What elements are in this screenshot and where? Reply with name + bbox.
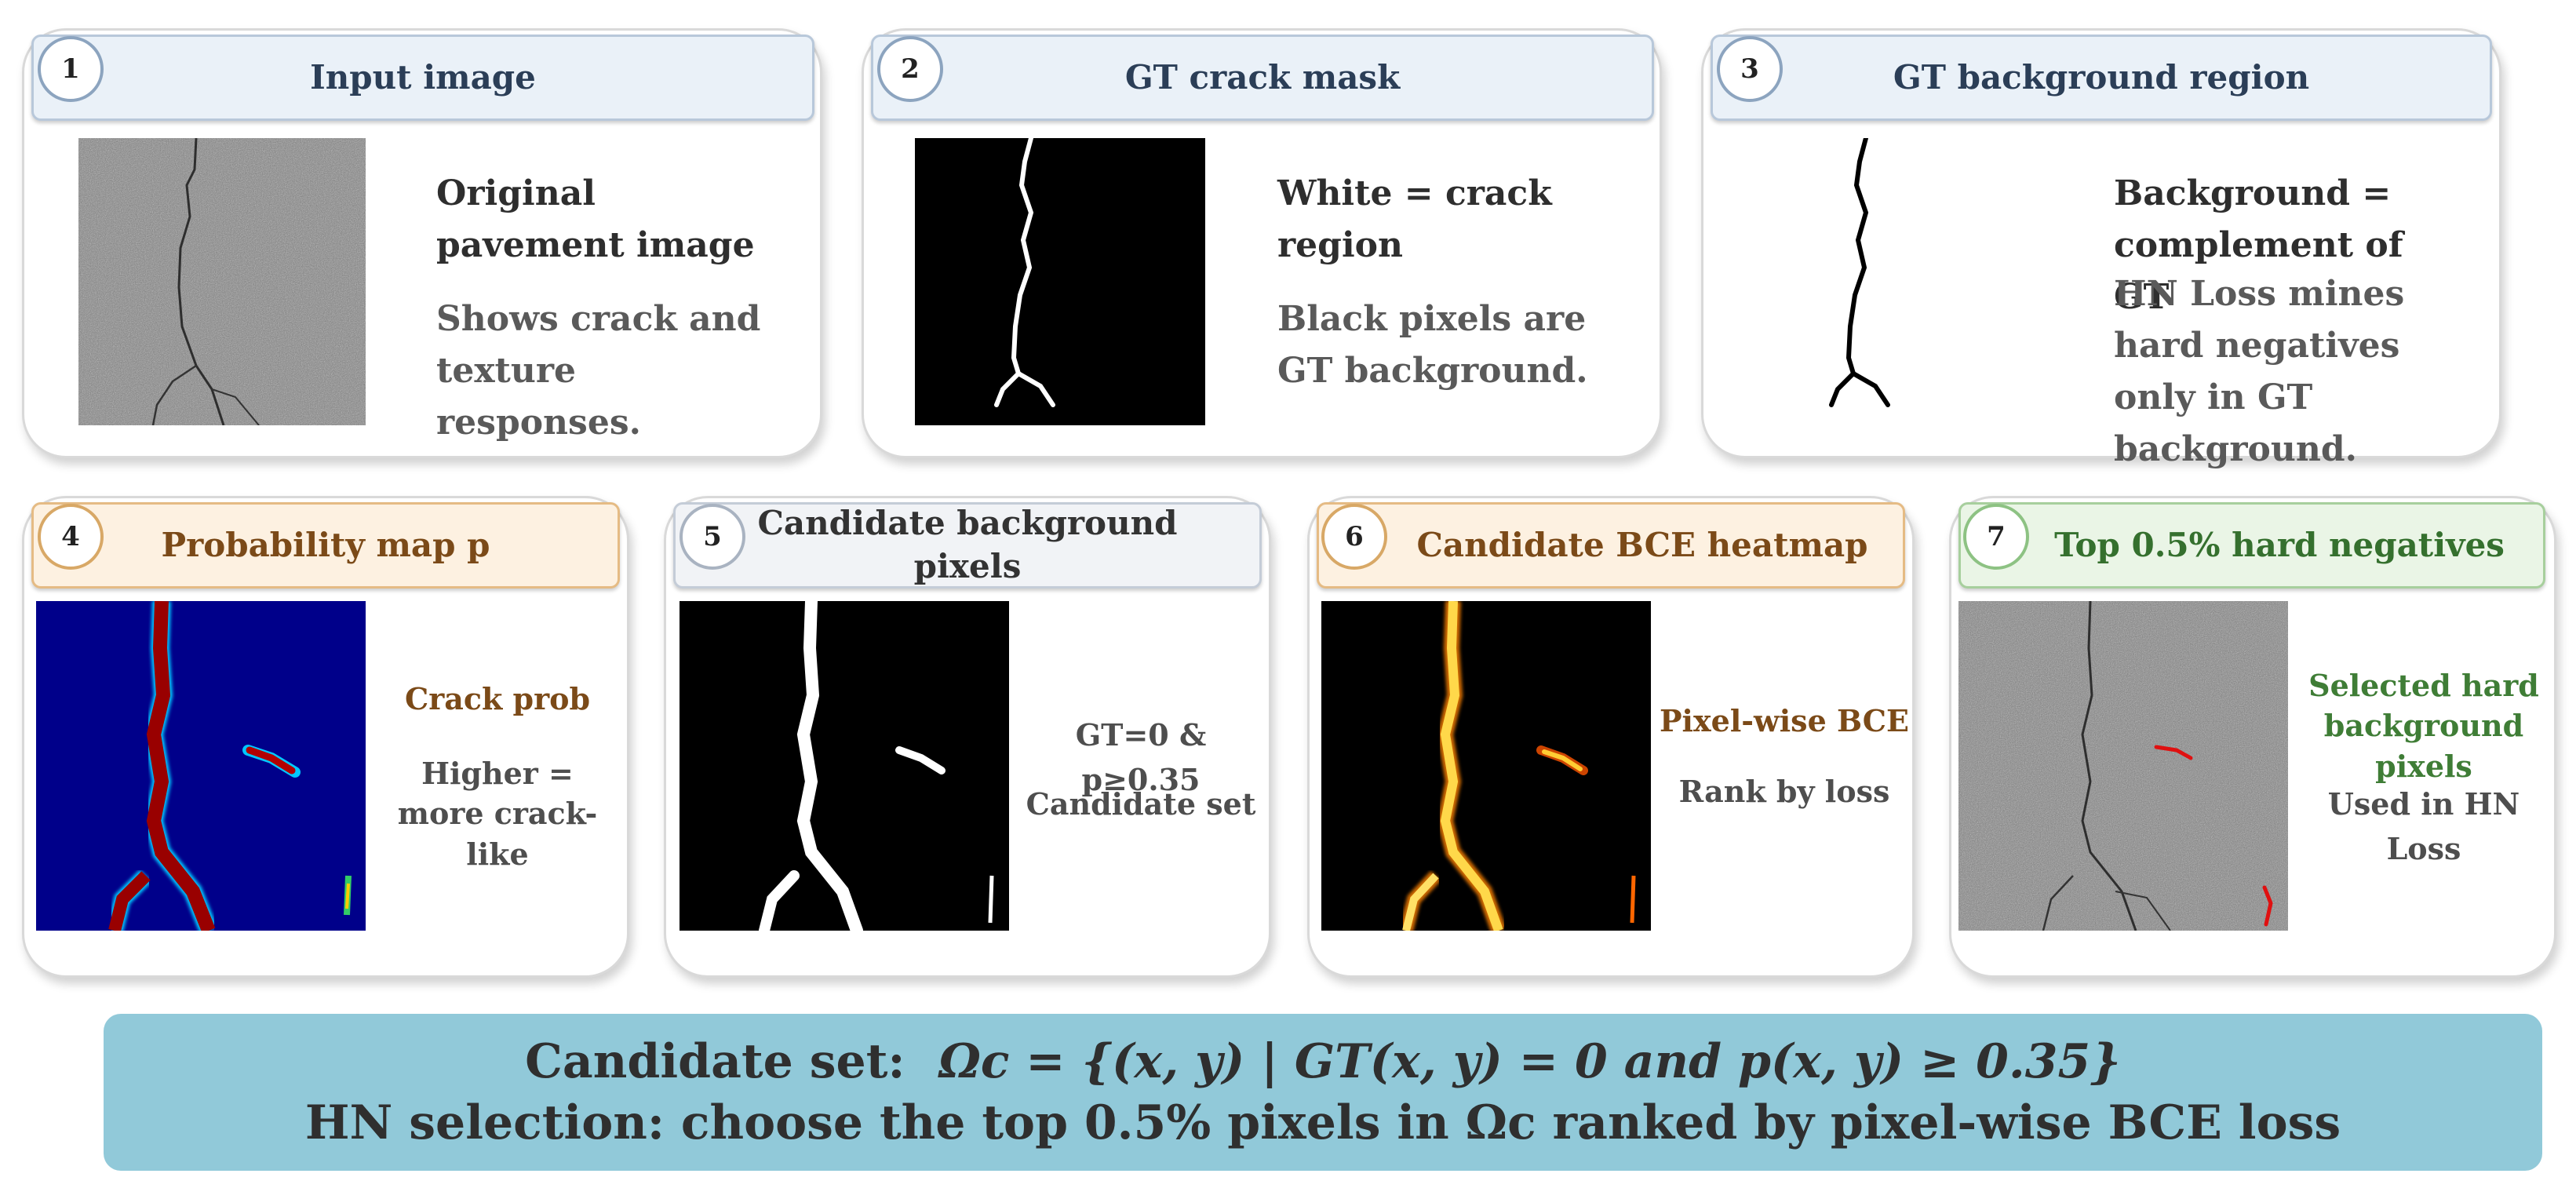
panel-7-title: Top 0.5% hard negatives xyxy=(1958,502,2545,589)
bce-heatmap-image xyxy=(1321,601,1651,931)
step-badge-1: 1 xyxy=(38,36,104,102)
formula-line-1-label: Candidate set: xyxy=(525,1034,905,1089)
step-badge-4: 4 xyxy=(38,504,104,570)
panel-2-text-1: White = crack region xyxy=(1277,173,1552,265)
panel-6-text-2: Rank by loss xyxy=(1678,774,1890,809)
candidate-pixels-image xyxy=(680,601,1009,931)
panel-1-text-1: Original pavement image xyxy=(436,173,755,265)
gt-background-image xyxy=(1750,138,2037,425)
panel-4-text-2: Higher = more crack-like xyxy=(397,756,598,872)
panel-1-text-2: Shows crack and texture responses. xyxy=(436,299,761,443)
formula-line-1: Candidate set: Ωc = {(x, y) | GT(x, y) =… xyxy=(525,1031,2121,1092)
step-badge-6: 6 xyxy=(1321,504,1387,570)
panel-4-title: Probability map p xyxy=(31,502,620,589)
probability-map-image xyxy=(36,601,366,931)
formula-line-2: HN selection: choose the top 0.5% pixels… xyxy=(304,1095,2341,1150)
panel-5-text-2: Candidate set xyxy=(1026,786,1256,822)
panel-1-title: Input image xyxy=(31,35,814,121)
panel-5-title: Candidate background pixels xyxy=(673,502,1262,589)
formula-box: Candidate set: Ωc = {(x, y) | GT(x, y) =… xyxy=(104,1014,2542,1171)
step-badge-3: 3 xyxy=(1717,36,1783,102)
panel-7-text-1: Selected hard background pixels xyxy=(2308,668,2539,784)
gt-mask-image xyxy=(915,138,1205,425)
panel-6-title: Candidate BCE heatmap xyxy=(1317,502,1905,589)
input-pavement-image xyxy=(78,138,366,425)
panel-4-text-1: Crack prob xyxy=(404,681,591,716)
step-badge-2: 2 xyxy=(877,36,943,102)
panel-5-text-1: GT=0 & p≥0.35 xyxy=(1075,717,1207,797)
panel-3-text-2: HN Loss mines hard negatives only in GT … xyxy=(2114,274,2405,469)
step-badge-7: 7 xyxy=(1963,504,2029,570)
hard-negatives-image xyxy=(1958,601,2288,931)
panel-2-text-2: Black pixels are GT background. xyxy=(1277,299,1588,391)
panel-3-title: GT background region xyxy=(1711,35,2492,121)
panel-6-text-1: Pixel-wise BCE xyxy=(1659,703,1910,738)
step-badge-5: 5 xyxy=(680,504,745,570)
formula-line-1-math: Ωc = {(x, y) | GT(x, y) = 0 and p(x, y) … xyxy=(938,1034,2121,1089)
panel-2-title: GT crack mask xyxy=(871,35,1654,121)
panel-7-text-2: Used in HN Loss xyxy=(2327,786,2520,866)
panel-3-text-1: Background = complement of GT xyxy=(2114,173,2403,317)
